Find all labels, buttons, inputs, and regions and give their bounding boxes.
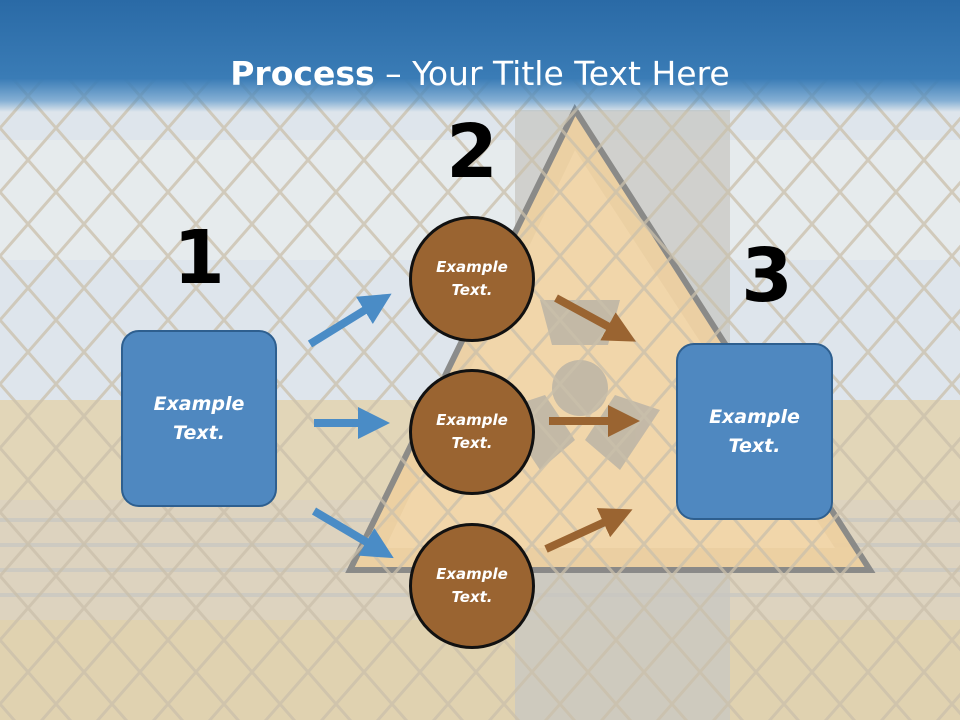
title-rest: – Your Title Text Here bbox=[374, 54, 730, 93]
step-2-circle-1[interactable]: Example Text. bbox=[409, 216, 535, 342]
arrow-1-to-2-top bbox=[307, 293, 392, 348]
arrow-2-to-3-bottom bbox=[544, 508, 633, 553]
step-1-box[interactable]: Example Text. bbox=[121, 330, 277, 507]
step-1-number: 1 bbox=[173, 215, 225, 301]
slide-title: Process – Your Title Text Here bbox=[0, 52, 960, 96]
step-2-circle-1-text: Example Text. bbox=[436, 258, 508, 299]
step-2-circle-2[interactable]: Example Text. bbox=[409, 369, 535, 495]
step-2-circle-3-text: Example Text. bbox=[436, 565, 508, 606]
step-3-number: 3 bbox=[741, 233, 793, 319]
arrow-1-to-2-bottom bbox=[311, 507, 394, 559]
step-2-number: 2 bbox=[446, 109, 498, 195]
step-2-circle-3[interactable]: Example Text. bbox=[409, 523, 535, 649]
step-3-text: Example Text. bbox=[709, 405, 800, 457]
step-3-box[interactable]: Example Text. bbox=[676, 343, 833, 520]
step-2-circle-2-text: Example Text. bbox=[436, 411, 508, 452]
title-bar bbox=[0, 0, 960, 112]
title-bold: Process bbox=[230, 54, 375, 93]
arrow-2-to-3-top bbox=[554, 294, 637, 342]
step-1-text: Example Text. bbox=[153, 392, 245, 444]
